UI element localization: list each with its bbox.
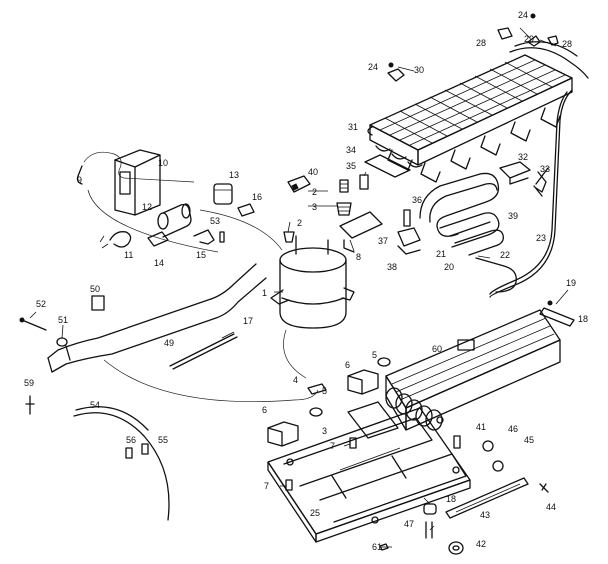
callout-4: 4 xyxy=(293,375,298,385)
callout-56: 56 xyxy=(126,435,136,445)
relay-bracket xyxy=(339,211,383,253)
callout-37: 37 xyxy=(378,236,388,246)
callout-3b: 3 xyxy=(322,426,327,436)
evaporator-clips xyxy=(387,13,559,82)
callout-34: 34 xyxy=(346,145,356,155)
fan-bracket xyxy=(423,435,549,555)
callout-16: 16 xyxy=(252,192,262,202)
callout-49: 49 xyxy=(164,338,174,348)
callout-44: 44 xyxy=(546,502,556,512)
callout-46: 46 xyxy=(508,424,518,434)
callout-10: 10 xyxy=(158,158,168,168)
callout-13: 13 xyxy=(229,170,239,180)
callout-51: 51 xyxy=(58,315,68,325)
loose-parts xyxy=(25,395,389,551)
callout-23: 23 xyxy=(536,233,546,243)
callout-7a: 7 xyxy=(264,481,269,491)
callout-3a: 3 xyxy=(312,202,317,212)
callout-2b: 2 xyxy=(312,187,317,197)
callout-9: 9 xyxy=(77,175,82,185)
callout-43: 43 xyxy=(480,510,490,520)
callout-61: 61 xyxy=(372,542,382,552)
callout-8: 8 xyxy=(356,252,361,262)
callout-40: 40 xyxy=(308,167,318,177)
callout-50: 50 xyxy=(90,284,100,294)
left-rail xyxy=(19,263,267,373)
callout-17: 17 xyxy=(243,316,253,326)
callout-1: 1 xyxy=(262,288,267,298)
callout-47: 47 xyxy=(404,519,414,529)
callout-41: 41 xyxy=(476,422,486,432)
condenser xyxy=(385,309,561,431)
leader-lines xyxy=(29,27,569,548)
callout-20: 20 xyxy=(444,262,454,272)
callout-14: 14 xyxy=(154,258,164,268)
callout-5a: 5 xyxy=(372,350,377,360)
callout-36: 36 xyxy=(412,195,422,205)
callout-2a: 2 xyxy=(297,218,302,228)
callout-25: 25 xyxy=(310,508,320,518)
evaporator-coil xyxy=(364,41,589,183)
base-mounts xyxy=(267,357,391,491)
callout-19: 19 xyxy=(566,278,576,288)
callout-18a: 18 xyxy=(578,314,588,324)
callout-15: 15 xyxy=(196,250,206,260)
callout-42: 42 xyxy=(476,539,486,549)
callout-35: 35 xyxy=(346,161,356,171)
rod xyxy=(169,333,238,370)
callout-60: 60 xyxy=(432,344,442,354)
callout-6a: 6 xyxy=(262,405,267,415)
callout-54: 54 xyxy=(90,400,100,410)
relay-assembly xyxy=(287,175,421,255)
callout-28b: 28 xyxy=(562,39,572,49)
condenser-bracket xyxy=(539,300,575,327)
callout-31: 31 xyxy=(348,122,358,132)
callout-33: 33 xyxy=(540,164,550,174)
callout-labels: 1 2 2 3 3 4 5 5 6 6 7 7 8 9 10 11 12 13 … xyxy=(24,10,588,552)
callout-12: 12 xyxy=(142,202,152,212)
callout-38: 38 xyxy=(387,262,397,272)
callout-24a: 24 xyxy=(518,10,528,20)
grommets xyxy=(283,174,369,243)
callout-5b: 5 xyxy=(322,386,327,396)
callout-53: 53 xyxy=(210,216,220,226)
callout-29: 29 xyxy=(524,34,534,44)
callout-7b: 7 xyxy=(330,441,335,451)
callout-30: 30 xyxy=(414,65,424,75)
callout-6b: 6 xyxy=(345,360,350,370)
callout-21: 21 xyxy=(436,249,446,259)
callout-45: 45 xyxy=(524,435,534,445)
callout-28a: 28 xyxy=(476,38,486,48)
callout-22: 22 xyxy=(500,250,510,260)
callout-52: 52 xyxy=(36,299,46,309)
callout-55: 55 xyxy=(158,435,168,445)
control-assembly xyxy=(76,149,283,253)
callout-24b: 24 xyxy=(368,62,378,72)
callout-39: 39 xyxy=(508,211,518,221)
callout-18b: 18 xyxy=(446,494,456,504)
compressor xyxy=(270,235,355,329)
callout-32: 32 xyxy=(518,152,528,162)
base-plate xyxy=(267,401,471,543)
callout-11: 11 xyxy=(124,250,133,260)
defrost-heater xyxy=(419,172,517,293)
evaporator-bracket xyxy=(499,161,549,197)
callout-59: 59 xyxy=(24,378,34,388)
